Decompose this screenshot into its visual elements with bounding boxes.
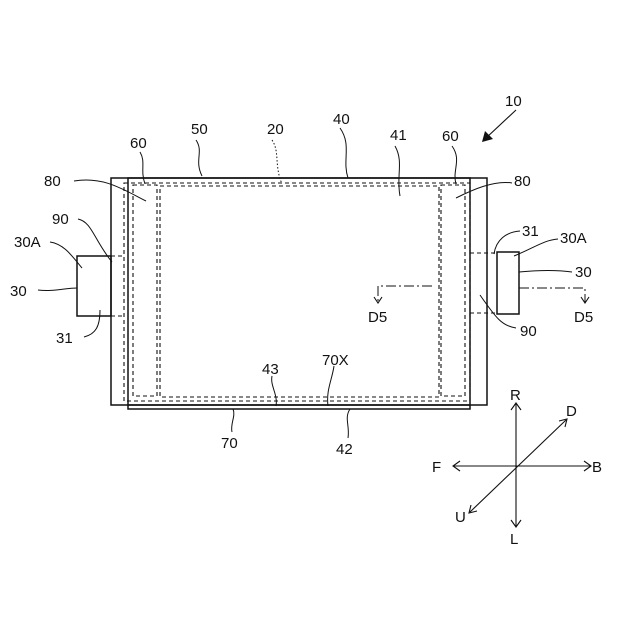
label-60-left: 60: [130, 135, 147, 152]
section-line-d5-left: [378, 286, 432, 302]
leader-31-right: [494, 231, 520, 254]
label-30-right: 30: [575, 264, 592, 281]
leader-41: [395, 146, 400, 196]
label-80-right: 80: [514, 173, 531, 190]
dir-label-u: U: [455, 509, 466, 526]
label-60-right: 60: [442, 128, 459, 145]
label-30-left: 30: [10, 283, 27, 300]
label-90-right: 90: [520, 323, 537, 340]
label-10: 10: [505, 93, 522, 110]
section-line-d5-right: [519, 288, 585, 302]
leader-30-left: [38, 288, 77, 291]
dir-label-f: F: [432, 459, 441, 476]
label-70: 70: [221, 435, 238, 452]
right-member-80: [441, 185, 465, 396]
leader-60-left: [140, 152, 145, 184]
leader-42: [347, 409, 350, 438]
dashed-outline-50: [124, 183, 470, 401]
label-90-left: 90: [52, 211, 69, 228]
label-42: 42: [336, 441, 353, 458]
label-31-left: 31: [56, 330, 73, 347]
leader-70x: [328, 366, 334, 406]
label-70x: 70X: [322, 352, 349, 369]
leader-70: [232, 409, 234, 432]
direction-indicator: R L F B D U: [432, 387, 602, 548]
dir-label-l: L: [510, 531, 518, 548]
left-member-80: [133, 185, 157, 396]
label-41: 41: [390, 127, 407, 144]
dir-label-r: R: [510, 387, 521, 404]
dir-label-d: D: [566, 403, 577, 420]
leader-30-right: [519, 271, 572, 273]
label-30a-right: 30A: [560, 230, 587, 247]
dir-label-b: B: [592, 459, 602, 476]
label-30a-left: 30A: [14, 234, 41, 251]
label-43: 43: [262, 361, 279, 378]
label-31-right: 31: [522, 223, 539, 240]
right-terminal-30: [497, 252, 519, 314]
leader-50: [196, 140, 202, 176]
label-20: 20: [267, 121, 284, 138]
leader-40: [340, 128, 348, 178]
label-d5-right: D5: [574, 309, 593, 326]
label-80-left: 80: [44, 173, 61, 190]
label-50: 50: [191, 121, 208, 138]
inner-region-41: [160, 186, 439, 397]
leader-30a-right: [514, 239, 558, 256]
outer-frame: [111, 178, 487, 405]
left-terminal-30: [77, 256, 111, 316]
leader-90-right: [480, 295, 516, 328]
leader-31-left: [84, 310, 100, 337]
leader-80-left: [74, 180, 146, 201]
label-40: 40: [333, 111, 350, 128]
leader-10-arrow: [486, 110, 516, 138]
label-d5-left: D5: [368, 309, 387, 326]
housing-40: [128, 178, 470, 409]
